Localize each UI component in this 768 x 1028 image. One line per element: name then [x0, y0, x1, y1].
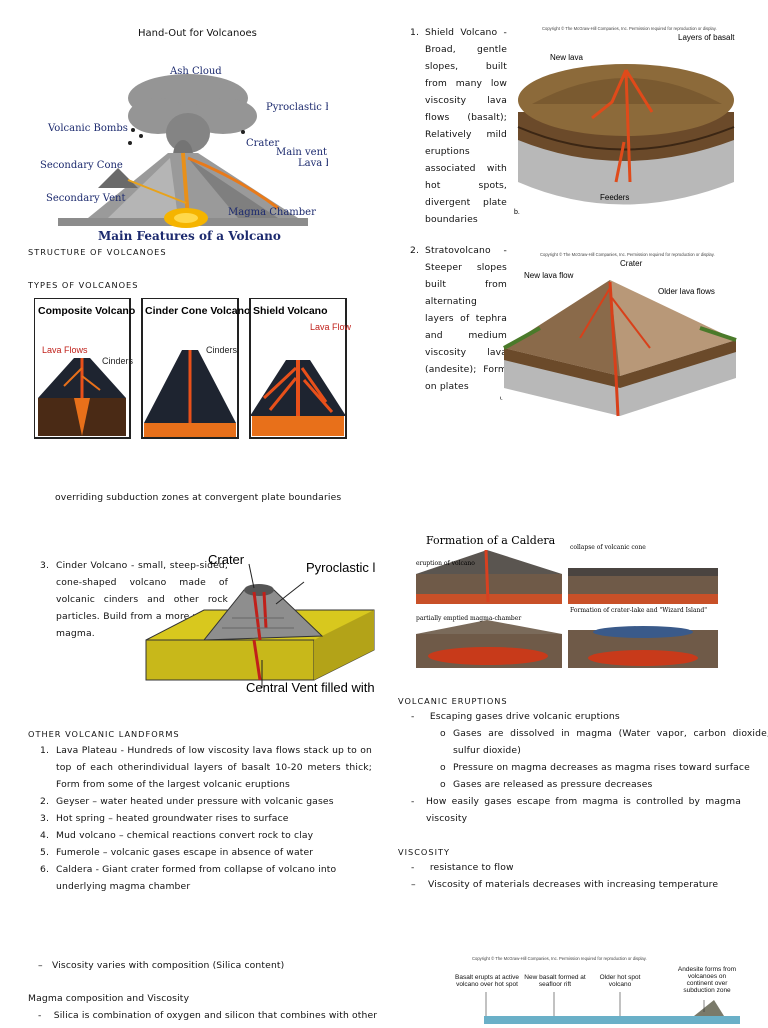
- handout-title: Hand-Out for Volcanoes: [138, 28, 257, 39]
- viscosity-heading: VISCOSITY: [398, 847, 450, 857]
- list-item: 4.Mud volcano – chemical reactions conve…: [40, 827, 372, 844]
- shield-text: Shield Volcano - Broad, gentle slopes, b…: [425, 24, 507, 228]
- strato-label-new-lava: New lava flow: [524, 271, 574, 280]
- cinder-label-vent: Central Vent filled with rock fragments: [246, 680, 376, 695]
- panel-shield-label-lava: Lava Flow: [310, 322, 352, 332]
- panel-composite-label-lava: Lava Flows: [42, 345, 88, 355]
- label-volcanic-bombs: Volcanic Bombs: [47, 123, 128, 134]
- list-item: 6.Caldera - Giant crater formed from col…: [40, 861, 372, 895]
- stratovolcano-figure: Copyright © The McGraw-Hill Companies, I…: [500, 248, 740, 418]
- viscosity-bullet-2: – Viscosity of materials decreases with …: [411, 876, 718, 893]
- shield-label-layers: Layers of basalt: [678, 33, 735, 42]
- caldera-label-formation: Formation of crater-lake and "Wizard Isl…: [570, 607, 707, 614]
- eruption-bullet-1: - Escaping gases drive volcanic eruption…: [411, 708, 620, 725]
- viscosity-composition: – Viscosity varies with composition (Sil…: [38, 957, 284, 974]
- other-landforms-heading: OTHER VOLCANIC LANDFORMS: [28, 729, 180, 739]
- strato-label-older: Older lava flows: [658, 287, 715, 296]
- label-main-vent: Main vent: [276, 147, 327, 158]
- list-item: 1.Lava Plateau - Hundreds of low viscosi…: [40, 742, 372, 793]
- cinder-number: 3.: [40, 557, 49, 574]
- caldera-label-collapse: collapse of volcanic cone: [570, 544, 646, 551]
- caldera-label-emptied: partially emptied magma-chamber: [416, 615, 521, 622]
- label-secondary-cone: Secondary Cone: [40, 160, 123, 171]
- list-item: 2.Geyser – water heated under pressure w…: [40, 793, 372, 810]
- shield-label-feeders: Feeders: [600, 193, 629, 202]
- viscosity-bullet-1: - resistance to flow: [411, 859, 514, 876]
- strato-copyright: Copyright © The McGraw-Hill Companies, I…: [540, 252, 715, 257]
- landforms-list: 1.Lava Plateau - Hundreds of low viscosi…: [40, 742, 372, 895]
- strato-number: 2.: [410, 242, 419, 259]
- label-magma-chamber: Magma Chamber: [228, 207, 316, 218]
- silica-text: - Silica is combination of oxygen and si…: [38, 1007, 378, 1024]
- volcanic-eruptions-heading: VOLCANIC ERUPTIONS: [398, 696, 508, 706]
- main-features-figure: Ash Cloud Volcanic Bombs Pyroclastic Flo…: [38, 58, 328, 248]
- shield-label-new-lava: New lava: [550, 53, 583, 62]
- figure-caption: Main Features of a Volcano: [98, 229, 281, 243]
- hotspot-label-basalt: Basalt erupts at active volcano over hot…: [452, 974, 522, 988]
- panel-shield-title: Shield Volcano: [253, 305, 327, 317]
- structure-heading: STRUCTURE OF VOLCANOES: [28, 247, 167, 257]
- types-heading: TYPES OF VOLCANOES: [28, 280, 138, 290]
- hotspot-copyright: Copyright © The McGraw-Hill Companies, I…: [472, 956, 647, 961]
- hotspot-label-andesite: Andesite forms from volcanoes on contine…: [674, 966, 740, 994]
- label-lava-flow: Lava Flow: [298, 158, 328, 169]
- cinder-cone-figure: Crater Pyroclastic layers Central Vent f…: [144, 548, 376, 714]
- strato-label-crater: Crater: [620, 259, 643, 268]
- magma-heading: Magma composition and Viscosity: [28, 990, 189, 1007]
- eruption-bullet-2: -How easily gases escape from magma is c…: [411, 793, 741, 827]
- label-crater: Crater: [246, 138, 279, 149]
- label-secondary-vent: Secondary Vent: [46, 193, 125, 204]
- cinder-label-crater: Crater: [208, 552, 245, 567]
- overriding-text: overriding subduction zones at convergen…: [55, 489, 341, 506]
- hotspot-label-older: Older hot spot volcano: [592, 974, 648, 988]
- panel-cinder-title: Cinder Cone Volcano: [145, 305, 250, 317]
- panel-composite-title: Composite Volcano: [38, 305, 135, 317]
- strato-text: Stratovolcano - Steeper slopes built fro…: [425, 242, 507, 395]
- shield-number: 1.: [410, 24, 419, 41]
- shield-volcano-figure: Copyright © The McGraw-Hill Companies, I…: [512, 22, 738, 222]
- caldera-title: Formation of a Caldera: [426, 534, 556, 547]
- panel-composite-label-cinders: Cinders: [102, 356, 134, 366]
- shield-label-b: b.: [514, 209, 520, 216]
- list-item: 3.Hot spring – heated groundwater rises …: [40, 810, 372, 827]
- volcano-types-figure: Composite Volcano Lava Flows Cinders Cin…: [34, 298, 374, 440]
- caldera-figure: Formation of a Caldera eruption of volca…: [412, 532, 736, 672]
- hotspot-figure: Copyright © The McGraw-Hill Companies, I…: [424, 954, 740, 1024]
- hotspot-label-new-basalt: New basalt formed at seafloor rift: [524, 974, 586, 988]
- shield-copyright: Copyright © The McGraw-Hill Companies, I…: [542, 26, 717, 31]
- label-pyroclastic-flow: Pyroclastic Flow: [266, 102, 328, 113]
- caldera-label-eruption: eruption of volcano: [416, 560, 475, 567]
- panel-cinder-label-cinders: Cinders: [206, 345, 238, 355]
- cinder-label-pyroclastic: Pyroclastic layers: [306, 560, 376, 575]
- label-ash-cloud: Ash Cloud: [169, 66, 222, 77]
- strato-label-b: b.: [500, 395, 503, 402]
- list-item: 5.Fumerole – volcanic gases escape in ab…: [40, 844, 372, 861]
